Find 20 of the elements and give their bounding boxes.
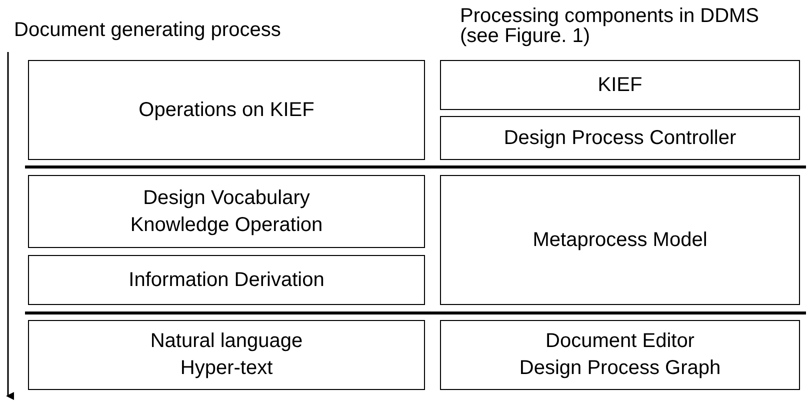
box-text: Design Process Controller [504, 126, 736, 150]
box-text: Document Editor [546, 329, 694, 354]
box-text: Design Vocabulary Knowledge Operation [129, 186, 324, 238]
column-heading: Document generating process [14, 20, 282, 40]
box-text: Operations on KIEF [138, 98, 314, 122]
component-box [440, 116, 800, 160]
component-box [440, 320, 800, 390]
component-box [28, 255, 425, 305]
box-text: Hyper-text [180, 356, 273, 381]
box-text: KIEF [598, 72, 642, 98]
box-text: Information Derivation [128, 268, 324, 292]
component-box [28, 175, 425, 248]
box-text: Design Process Graph [519, 356, 721, 381]
column-heading: Processing components in DDMS (see Figure. 1) [460, 6, 760, 46]
box-text: Natural language [150, 329, 303, 354]
component-box [440, 60, 800, 110]
box-text: Metaprocess Model [532, 228, 708, 252]
component-box [440, 175, 800, 305]
component-box [28, 60, 425, 160]
component-box [28, 320, 425, 390]
